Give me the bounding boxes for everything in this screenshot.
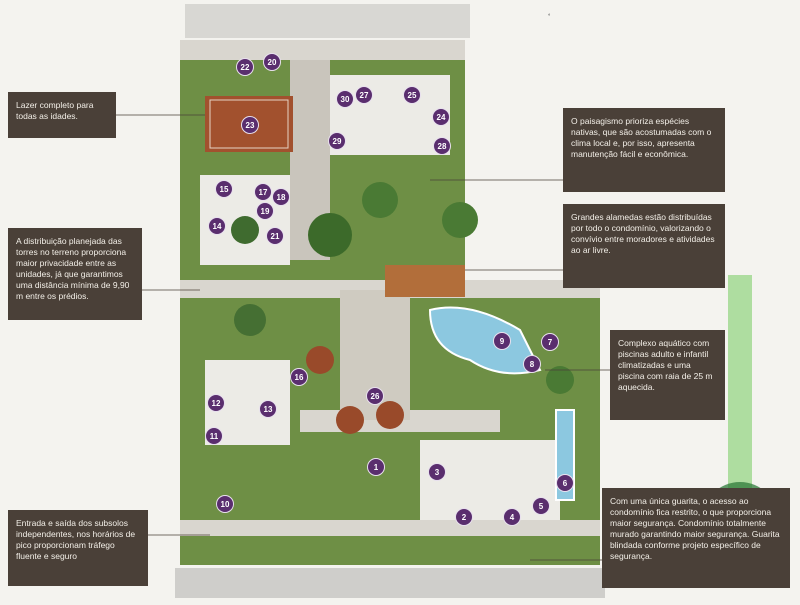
callout-security: Com uma única guarita, o acesso ao condo… [602, 488, 790, 588]
callout-entrance: Entrada e saída dos subsolos independent… [8, 510, 148, 586]
map-pin-20[interactable]: 20 [263, 53, 281, 71]
map-pin-22[interactable]: 22 [236, 58, 254, 76]
map-pin-7[interactable]: 7 [541, 333, 559, 351]
map-pin-15[interactable]: 15 [215, 180, 233, 198]
callout-landscape: O paisagismo prioriza espécies nativas, … [563, 108, 725, 192]
map-pin-17[interactable]: 17 [254, 183, 272, 201]
map-pin-29[interactable]: 29 [328, 132, 346, 150]
map-pin-1[interactable]: 1 [367, 458, 385, 476]
map-pin-13[interactable]: 13 [259, 400, 277, 418]
map-pin-12[interactable]: 12 [207, 394, 225, 412]
callout-leisure: Lazer completo para todas as idades. [8, 92, 116, 138]
map-pin-14[interactable]: 14 [208, 217, 226, 235]
map-pin-26[interactable]: 26 [366, 387, 384, 405]
map-pin-30[interactable]: 30 [336, 90, 354, 108]
compass-icon: ◐ [548, 12, 552, 18]
map-pin-16[interactable]: 16 [290, 368, 308, 386]
map-pin-2[interactable]: 2 [455, 508, 473, 526]
map-pin-28[interactable]: 28 [433, 137, 451, 155]
map-pin-24[interactable]: 24 [432, 108, 450, 126]
map-pin-25[interactable]: 25 [403, 86, 421, 104]
map-pin-11[interactable]: 11 [205, 427, 223, 445]
callout-alleys: Grandes alamedas estão distribuídas por … [563, 204, 725, 288]
map-pin-8[interactable]: 8 [523, 355, 541, 373]
map-pin-6[interactable]: 6 [556, 474, 574, 492]
callout-aquatic: Complexo aquático com piscinas adulto e … [610, 330, 725, 420]
map-pin-23[interactable]: 23 [241, 116, 259, 134]
north-indicator: ◐ [548, 12, 551, 18]
map-pin-27[interactable]: 27 [355, 86, 373, 104]
callout-towers: A distribuição planejada das torres no t… [8, 228, 142, 320]
map-pin-19[interactable]: 19 [256, 202, 274, 220]
map-pin-5[interactable]: 5 [532, 497, 550, 515]
map-pin-9[interactable]: 9 [493, 332, 511, 350]
map-pin-18[interactable]: 18 [272, 188, 290, 206]
map-pin-4[interactable]: 4 [503, 508, 521, 526]
map-pin-3[interactable]: 3 [428, 463, 446, 481]
map-pin-10[interactable]: 10 [216, 495, 234, 513]
map-pin-21[interactable]: 21 [266, 227, 284, 245]
